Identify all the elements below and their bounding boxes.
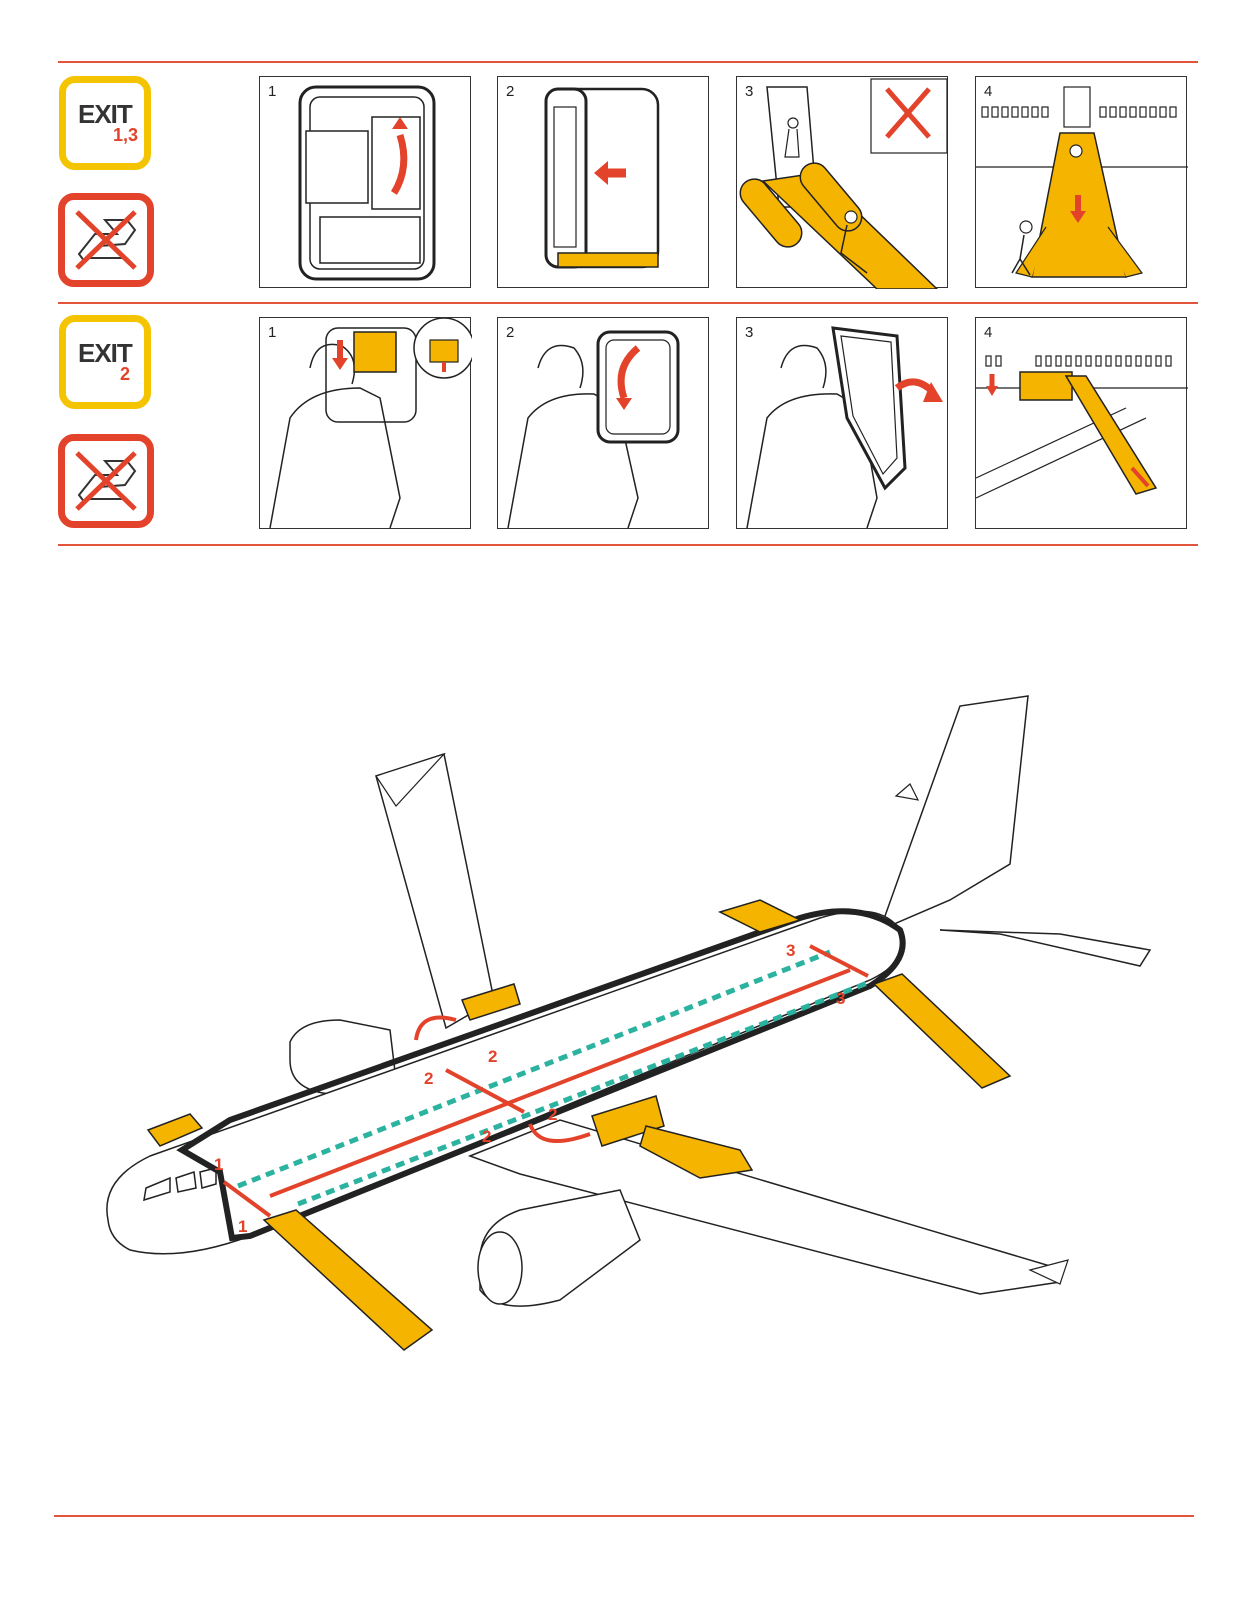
door-handle-lift-illustration — [298, 85, 436, 281]
slide-overwing-near-ramp — [639, 1125, 754, 1179]
slides — [146, 899, 1012, 1351]
cockpit-windows — [143, 1167, 217, 1202]
slide-overwing-far — [461, 983, 521, 1021]
engine-inlet — [477, 1231, 523, 1305]
crossed-out-door-icon — [75, 451, 137, 511]
exit-1-route — [222, 1180, 272, 1218]
exit2-step-2-panel: 2 — [497, 317, 709, 529]
near-winglet — [1028, 1259, 1069, 1285]
no-door-badge-2 — [58, 434, 154, 528]
exit-3-route — [809, 944, 869, 978]
exit-number: 2 — [119, 364, 130, 384]
slide-evacuation-illustration — [976, 86, 1188, 278]
aisle-route-teal-right — [297, 979, 871, 1207]
escape-path-red — [269, 968, 851, 1198]
aisle-route-teal-left — [237, 949, 831, 1189]
exit-label: 2 — [548, 1105, 557, 1124]
no-door-badge-1 — [58, 193, 154, 287]
remove-hatch-illustration — [507, 330, 680, 529]
exit2-step-3-panel: 3 — [736, 317, 948, 529]
exit-badge-1-3: EXIT 1,3 — [59, 76, 151, 170]
door-push-open-illustration — [544, 87, 660, 269]
crossed-out-door-icon — [75, 210, 137, 270]
slide-rear-left — [717, 899, 803, 933]
exit-label: 2 — [488, 1047, 497, 1066]
exit-word: EXIT — [78, 99, 133, 129]
step-number: 4 — [984, 83, 993, 100]
exit13-step-1-panel: 1 — [259, 76, 471, 288]
exit-label: 3 — [836, 989, 845, 1008]
slide-front-left — [146, 1113, 204, 1147]
far-winglet — [375, 752, 446, 807]
step-number: 3 — [745, 83, 754, 100]
step-number: 3 — [745, 324, 754, 341]
exit-badge-2: EXIT 2 — [59, 315, 151, 409]
step-number: 2 — [506, 324, 515, 341]
divider-bottom — [54, 1515, 1194, 1517]
slide-overwing-near — [591, 1095, 665, 1147]
step-number: 1 — [268, 324, 277, 341]
exit13-step-2-panel: 2 — [497, 76, 709, 288]
exit-number: 1,3 — [112, 125, 138, 145]
far-stabilizer — [894, 783, 920, 801]
divider-top — [58, 61, 1198, 63]
exit-label: 1 — [238, 1217, 247, 1236]
overwing-route-near — [528, 1123, 591, 1143]
step-number: 4 — [984, 324, 993, 341]
divider-middle — [58, 302, 1198, 304]
exit2-step-4-panel: 4 — [975, 317, 1188, 529]
slide-inflation-illustration — [739, 78, 948, 289]
throw-hatch-out-illustration — [746, 326, 943, 529]
divider-lower — [58, 544, 1198, 546]
horizontal-stabilizer — [939, 929, 1152, 967]
aircraft-exit-diagram: 1 1 2 2 2 2 3 3 — [106, 695, 1152, 1351]
exit-label: 1 — [214, 1155, 223, 1174]
exit-2-route — [445, 1068, 525, 1114]
exit-word: EXIT — [78, 338, 133, 368]
exit-label: 2 — [424, 1069, 433, 1088]
overwing-route-far — [414, 1015, 457, 1041]
step-number: 2 — [506, 83, 515, 100]
exit13-step-3-panel: 3 — [736, 76, 948, 289]
cabin-outline — [176, 908, 906, 1242]
vertical-tail — [878, 695, 1029, 932]
exit-label: 2 — [482, 1127, 491, 1146]
slide-front-right — [262, 1209, 434, 1351]
exit-label: 3 — [786, 941, 795, 960]
exit2-step-1-panel: 1 — [259, 317, 472, 529]
slide-rear-right — [872, 973, 1012, 1089]
exit13-step-4-panel: 4 — [975, 76, 1188, 288]
step-number: 1 — [268, 83, 277, 100]
overwing-slide-illustration — [976, 355, 1188, 499]
pull-handle-illustration — [269, 318, 472, 529]
